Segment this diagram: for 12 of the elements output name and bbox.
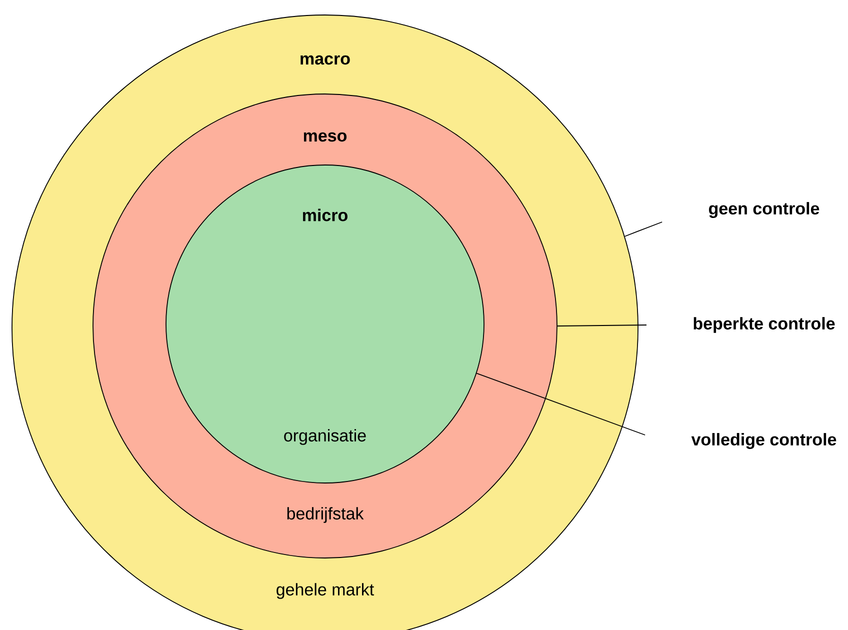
control-label: beperkte controle <box>694 317 835 333</box>
level-heading: meso <box>304 132 347 142</box>
leader-line <box>557 324 647 326</box>
level-label: gehele markt <box>276 583 374 599</box>
leader-line <box>624 222 663 237</box>
control-label: geen controle <box>708 202 820 218</box>
leader-line <box>476 372 646 436</box>
level-label: bedrijfstak <box>287 507 364 523</box>
level-label: organisatie <box>284 429 366 445</box>
level-heading: micro <box>302 208 348 222</box>
control-label: volledige controle <box>691 433 836 449</box>
level-heading: macro <box>300 55 350 65</box>
